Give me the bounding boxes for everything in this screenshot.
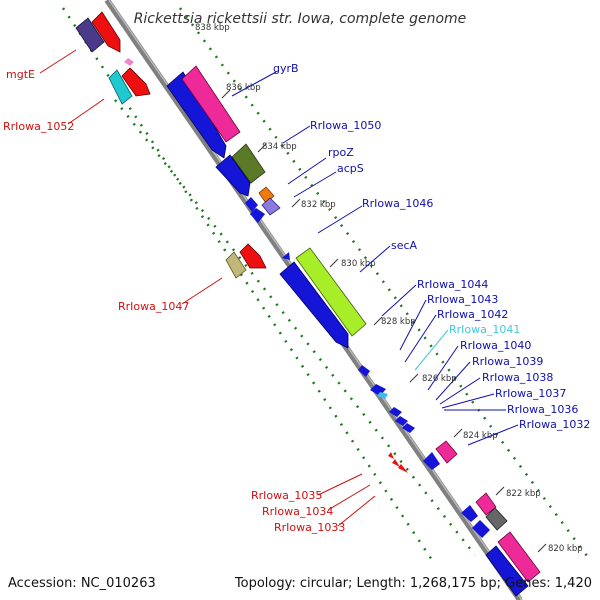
- tick-label: 820 kbp: [548, 544, 583, 554]
- gene-RrIowa-1041[interactable]: [377, 392, 388, 399]
- gene-RrIowa-1044[interactable]: [358, 365, 370, 377]
- gene-RrIowa-1038[interactable]: [395, 416, 408, 426]
- gene-secA[interactable]: [295, 247, 367, 337]
- label-RrIowa-1035[interactable]: RrIowa_1035: [251, 489, 322, 502]
- label-RrIowa-1032[interactable]: RrIowa_1032: [519, 418, 590, 431]
- label-RrIowa-1044[interactable]: RrIowa_1044: [417, 278, 488, 291]
- label-RrIowa-1041[interactable]: RrIowa_1041: [449, 323, 520, 336]
- gene-grey-1[interactable]: [485, 507, 508, 531]
- gene-gyrB[interactable]: [166, 71, 227, 159]
- map-title: Rickettsia rickettsii str. Iowa, complet…: [134, 11, 467, 27]
- gene-red-2[interactable]: [121, 67, 151, 97]
- gene-blue-5[interactable]: [423, 452, 440, 470]
- label-acpS[interactable]: acpS: [337, 162, 364, 175]
- gene-pink-3[interactable]: [497, 531, 541, 583]
- label-RrIowa-1047[interactable]: RrIowa_1047: [118, 300, 189, 313]
- gene-RrIowa-1046[interactable]: [279, 261, 349, 349]
- gene-blue-7[interactable]: [472, 520, 490, 538]
- tick-label: 824 kbp: [463, 431, 498, 441]
- tick-label: 836 kbp: [226, 83, 261, 93]
- tick-label: 832 kbp: [301, 200, 336, 210]
- label-RrIowa-1042[interactable]: RrIowa_1042: [437, 308, 508, 321]
- tick-label: 828 kbp: [381, 317, 416, 327]
- label-RrIowa-1038[interactable]: RrIowa_1038: [482, 371, 553, 384]
- gene-blue-2[interactable]: [215, 154, 251, 197]
- forward-gene-labels: gyrB RrIowa_1050 rpoZ acpS RrIowa_1046 s…: [273, 62, 590, 431]
- gene-blue-4[interactable]: [250, 208, 265, 223]
- gene-purple-1[interactable]: [75, 17, 105, 53]
- tick-label: 822 kbp: [506, 489, 541, 499]
- gene-blue-3[interactable]: [245, 197, 258, 212]
- gene-RrIowa-1047[interactable]: [225, 251, 247, 279]
- gene-blue-8[interactable]: [485, 545, 529, 597]
- gene-pink-2[interactable]: [475, 492, 497, 516]
- label-gyrB[interactable]: gyrB: [273, 62, 299, 75]
- tick-label: 834 kbp: [262, 142, 297, 152]
- gene-RrIowa-1036[interactable]: [402, 423, 415, 433]
- label-RrIowa-1034[interactable]: RrIowa_1034: [262, 505, 333, 518]
- label-RrIowa-1033[interactable]: RrIowa_1033: [274, 521, 345, 534]
- label-RrIowa-1039[interactable]: RrIowa_1039: [472, 355, 543, 368]
- gene-RrIowa-1050[interactable]: [231, 143, 266, 184]
- label-RrIowa-1050[interactable]: RrIowa_1050: [310, 119, 381, 132]
- reverse-gene-labels: mgtE RrIowa_1052 RrIowa_1047 RrIowa_1035…: [3, 68, 345, 534]
- tick-label: 838 kbp: [195, 23, 230, 33]
- topology-text: Topology: circular; Length: 1,268,175 bp…: [234, 576, 592, 591]
- label-RrIowa-1040[interactable]: RrIowa_1040: [460, 339, 531, 352]
- gene-RrIowa-1033[interactable]: [398, 464, 408, 473]
- gene-mgtE[interactable]: [91, 11, 121, 53]
- gene-RrIowa-1034[interactable]: [392, 459, 400, 467]
- label-mgtE[interactable]: mgtE: [6, 68, 35, 81]
- reverse-track-inner: [114, 99, 476, 556]
- label-RrIowa-1037[interactable]: RrIowa_1037: [495, 387, 566, 400]
- gene-pink-1[interactable]: [181, 65, 241, 143]
- gene-RrIowa-1052[interactable]: [108, 69, 133, 105]
- tick-marks: [221, 89, 547, 553]
- gene-blue-6[interactable]: [461, 505, 478, 522]
- gene-RrIowa-1032[interactable]: [435, 440, 458, 464]
- label-leaders: [39, 49, 519, 527]
- reverse-genes: [75, 11, 408, 473]
- label-RrIowa-1036[interactable]: RrIowa_1036: [507, 403, 578, 416]
- label-RrIowa-1046[interactable]: RrIowa_1046: [362, 197, 433, 210]
- tick-label: 826 kbp: [422, 374, 457, 384]
- gene-RrIowa-1040[interactable]: [389, 407, 402, 417]
- label-RrIowa-1052[interactable]: RrIowa_1052: [3, 120, 74, 133]
- gene-acpS[interactable]: [261, 197, 281, 216]
- label-RrIowa-1043[interactable]: RrIowa_1043: [427, 293, 498, 306]
- tick-label: 830 kbp: [341, 259, 376, 269]
- gene-RrIowa-1035[interactable]: [388, 452, 394, 459]
- label-rpoZ[interactable]: rpoZ: [328, 146, 354, 159]
- tick-labels: 838 kbp 836 kbp 834 kbp 832 kbp 830 kbp …: [195, 23, 583, 554]
- gene-red-3[interactable]: [239, 243, 267, 269]
- accession-text: Accession: NC_010263: [8, 576, 156, 591]
- forward-genes: [166, 65, 541, 597]
- label-secA[interactable]: secA: [391, 239, 418, 252]
